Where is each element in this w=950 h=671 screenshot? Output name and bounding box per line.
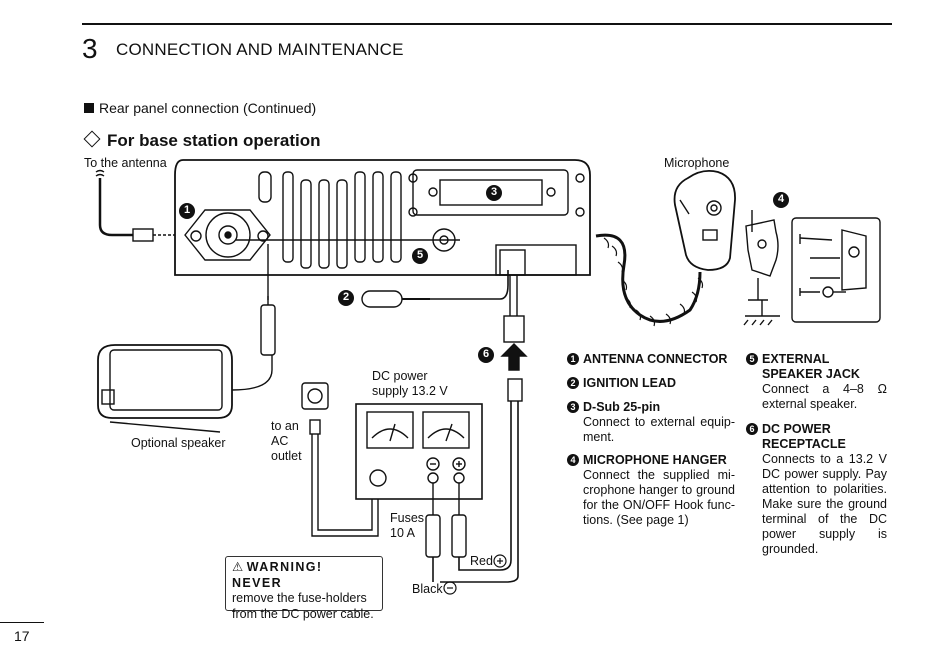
- item-2-number: 2: [567, 377, 579, 389]
- item-1-title: ANTENNA CONNECTOR: [583, 352, 728, 366]
- callout-2: 2: [342, 291, 350, 303]
- item-3-text: Connect to external equip-ment.: [583, 415, 735, 444]
- dc-power-label-line1: DC power: [372, 369, 428, 383]
- subsection-title-text: For base station operation: [107, 131, 321, 150]
- section-title-text: Rear panel connection (Continued): [99, 100, 317, 116]
- item-1: 1 ANTENNA CONNECTOR: [567, 352, 738, 367]
- item-4-title: MICROPHONE HANGER: [583, 453, 727, 467]
- item-4-number: 4: [567, 454, 579, 466]
- item-6: 6 DC POWER RECEPTACLE Connects to a 13.2…: [746, 422, 887, 557]
- subsection-title: For base station operation: [82, 130, 321, 151]
- square-bullet-icon: [84, 103, 94, 113]
- ac-outlet-label-line3: outlet: [271, 449, 302, 463]
- optional-speaker-label: Optional speaker: [131, 436, 226, 450]
- section-title: Rear panel connection (Continued): [84, 100, 316, 116]
- warning-heading: WARNING! NEVER: [232, 560, 323, 590]
- item-5: 5 EXTERNAL SPEAKER JACK Connect a 4–8 Ω …: [746, 352, 887, 412]
- item-2-title: IGNITION LEAD: [583, 376, 677, 390]
- page-number: 17: [14, 628, 30, 644]
- black-label: Black: [412, 582, 443, 596]
- warning-line1: remove the fuse-holders: [232, 591, 367, 605]
- fuses-label-line1: Fuses: [390, 511, 425, 525]
- page-number-rule: [0, 622, 44, 623]
- item-6-title: DC POWER RECEPTACLE: [762, 422, 846, 451]
- chapter-title: CONNECTION AND MAINTENANCE: [116, 40, 404, 59]
- callout-5: 5: [416, 249, 424, 261]
- callout-6: 6: [482, 348, 490, 360]
- item-2: 2 IGNITION LEAD: [567, 376, 738, 391]
- callout-1: 1: [183, 204, 191, 216]
- header-rule: [82, 23, 892, 25]
- item-3: 3 D-Sub 25-pin Connect to external equip…: [567, 400, 735, 445]
- warning-box: ⚠ WARNING! NEVER remove the fuse-holders…: [225, 556, 383, 621]
- item-4-text: Connect the supplied mi-crophone hanger …: [583, 468, 735, 527]
- fuses-label-line2: 10 A: [390, 526, 416, 540]
- ac-outlet-label-line2: AC: [271, 434, 289, 448]
- chapter-number: 3: [82, 33, 98, 64]
- item-6-number: 6: [746, 423, 758, 435]
- dc-power-label-line2: supply 13.2 V: [372, 384, 448, 398]
- callout-4: 4: [777, 193, 785, 205]
- item-3-number: 3: [567, 401, 579, 413]
- dc-power-label: DC power supply 13.2 V: [372, 369, 448, 399]
- red-label: Red: [470, 554, 493, 568]
- ac-outlet-label: to an AC outlet: [271, 419, 302, 464]
- fuses-label: Fuses 10 A: [390, 511, 424, 541]
- item-4: 4 MICROPHONE HANGER Connect the supplied…: [567, 453, 735, 528]
- item-5-title: EXTERNAL SPEAKER JACK: [762, 352, 860, 381]
- warning-icon: ⚠: [232, 560, 244, 574]
- antenna-label: To the antenna: [84, 156, 167, 170]
- item-1-number: 1: [567, 353, 579, 365]
- warning-line2: from the DC power cable.: [232, 606, 374, 621]
- item-3-title: D-Sub 25-pin: [583, 400, 661, 414]
- item-5-number: 5: [746, 353, 758, 365]
- callout-3: 3: [490, 186, 498, 198]
- item-6-text: Connects to a 13.2 V DC power supply. Pa…: [762, 452, 887, 556]
- microphone-label: Microphone: [664, 156, 730, 170]
- ac-outlet-label-line1: to an: [271, 419, 299, 433]
- item-5-text: Connect a 4–8 Ω external speaker.: [762, 382, 887, 411]
